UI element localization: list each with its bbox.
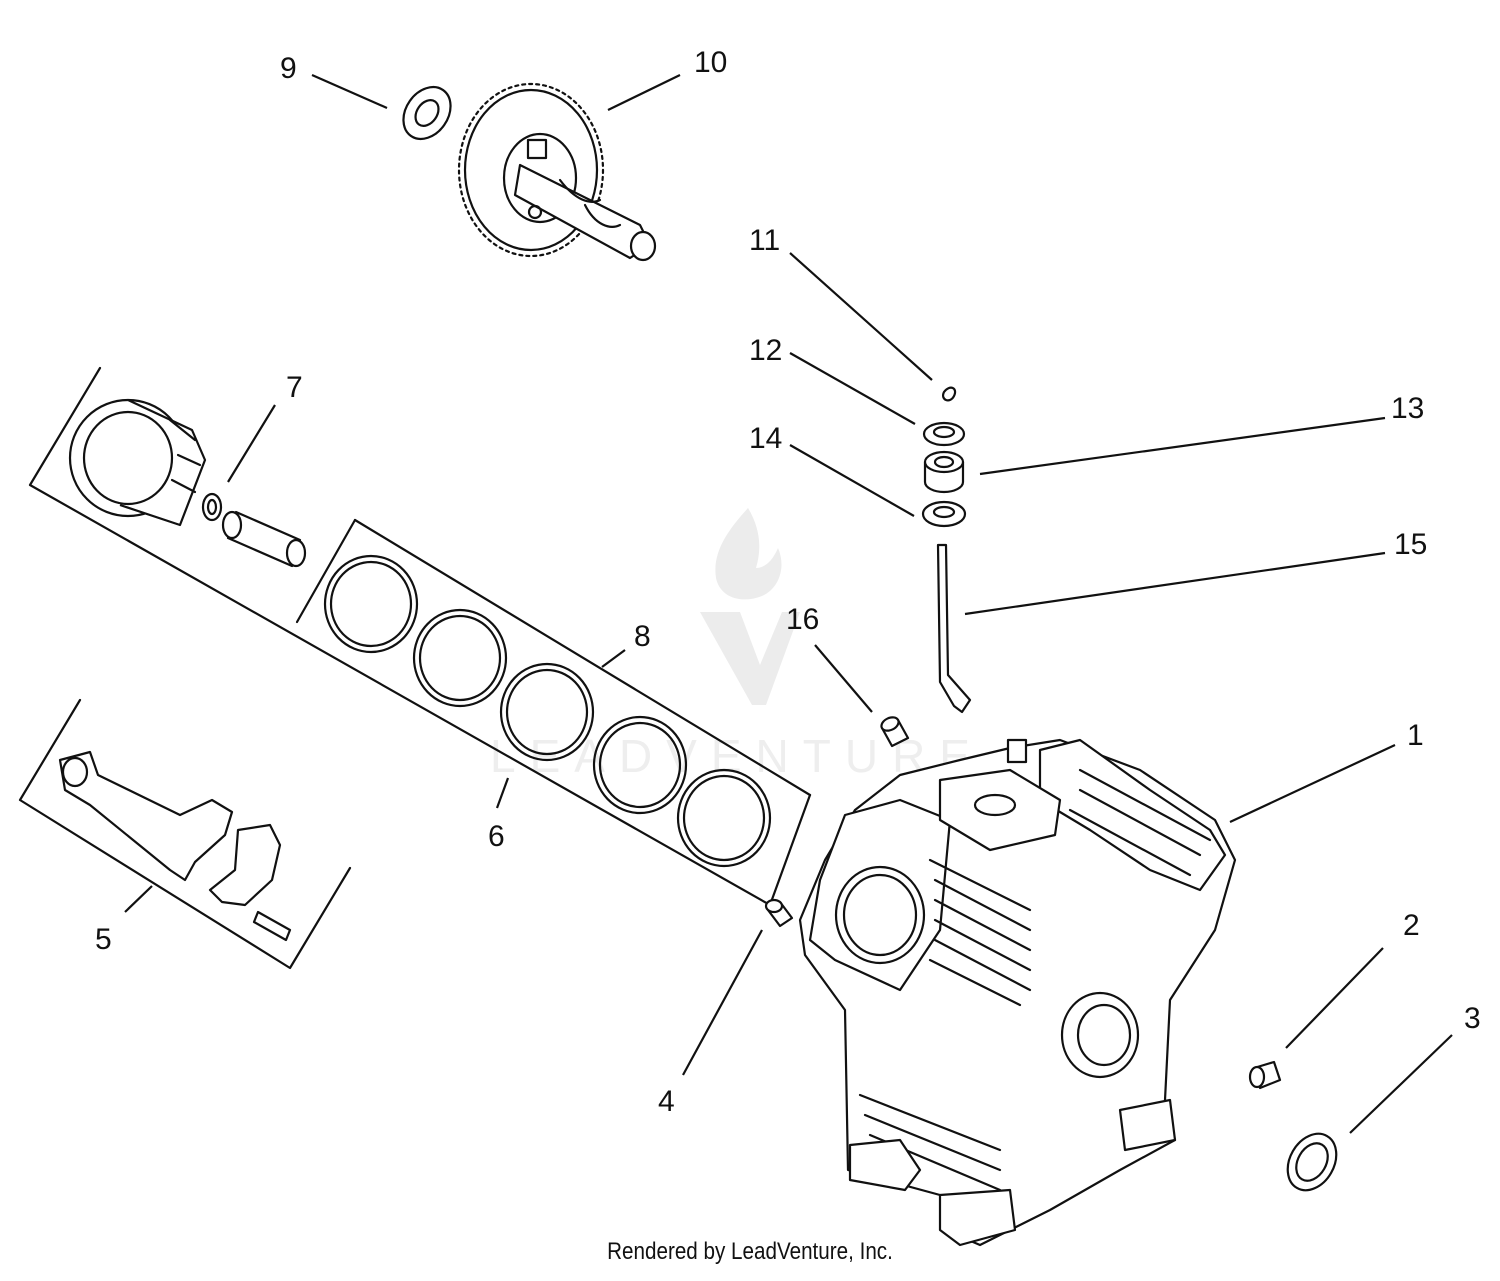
piston-pin [221,510,307,568]
callout-2: 2 [1403,909,1420,942]
leadventure-watermark-logo: LEADVENTURE [490,508,970,782]
part-8-piston-ring-set [295,518,812,868]
part-15-governor-shaft [936,543,972,714]
part-1-crankcase [798,738,1237,1247]
callout-7: 7 [286,371,303,404]
leader-15 [964,551,1386,616]
callout-11: 11 [749,224,780,257]
part-6-piston-box [28,366,812,907]
part-14-washer [921,500,967,528]
leader-6 [495,777,510,809]
callout-6: 6 [488,820,505,853]
leader-16 [814,644,873,713]
part-10-camshaft [457,82,657,262]
leader-14 [789,444,915,517]
callout-14: 14 [749,422,782,455]
callout-5: 5 [95,923,112,956]
part-3-oil-seal [1286,1132,1338,1192]
footer-credit: Rendered by LeadVenture, Inc. [607,1238,893,1265]
callout-13: 13 [1391,392,1424,425]
part-11-retaining-clip [942,386,957,402]
callout-8: 8 [634,620,651,653]
leader-5 [124,885,153,913]
leader-4 [682,929,763,1076]
callout-10: 10 [694,46,727,79]
callout-4: 4 [658,1085,675,1118]
part-4-dowel-pin [764,898,794,928]
leader-9 [311,73,388,110]
leader-1 [1229,744,1396,823]
callout-3: 3 [1464,1002,1481,1035]
part-7-piston-pin-retainer [201,492,223,522]
callout-12: 12 [749,334,782,367]
leader-11 [789,252,933,381]
leader-7 [227,404,276,483]
callout-15: 15 [1394,528,1427,561]
leader-8 [601,649,626,668]
part-5-connecting-rod-assembly [18,698,352,970]
part-13-spacer [923,450,965,494]
leader-2 [1285,947,1384,1049]
leader-10 [607,74,681,111]
leader-13 [979,416,1386,476]
callout-9: 9 [280,52,297,85]
part-12-washer [922,421,966,447]
part-9-thrust-washer [402,85,452,141]
leader-3 [1349,1034,1453,1134]
leader-lines [124,73,1453,1134]
part-16-dowel-bushing [880,716,910,748]
leader-12 [789,352,916,425]
part-2-plug [1248,1060,1282,1090]
callout-labels: 1 2 3 4 5 6 7 8 9 10 11 12 13 14 15 16 [95,46,1481,1118]
callout-1: 1 [1407,719,1424,752]
callout-16: 16 [786,603,819,636]
